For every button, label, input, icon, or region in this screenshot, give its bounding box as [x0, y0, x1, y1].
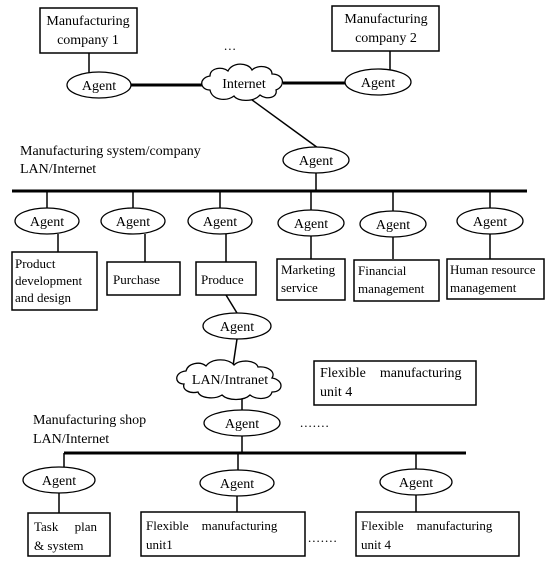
- svg-text:Agent: Agent: [225, 417, 259, 432]
- company-1-line-1: Manufacturing: [46, 14, 129, 29]
- svg-text:unit1: unit1: [146, 537, 173, 552]
- company-2-line-2: company 2: [355, 31, 417, 46]
- ellipsis-shop: .......: [300, 415, 330, 430]
- svg-text:development: development: [15, 273, 83, 288]
- svg-text:Agent: Agent: [220, 477, 254, 492]
- svg-text:Marketing: Marketing: [281, 262, 336, 277]
- svg-text:Agent: Agent: [294, 217, 328, 232]
- svg-text:Agent: Agent: [361, 76, 395, 91]
- system-lan-label-line-1: Manufacturing system/company: [20, 144, 201, 159]
- agent-shop: Agent: [203, 409, 281, 437]
- svg-text:Flexible manufacturing: Flexible manufacturing: [146, 518, 278, 533]
- agent-to-intranet-connector: [232, 338, 238, 367]
- connector-lines-top: [88, 51, 391, 149]
- agent-fmu1: Agent: [199, 469, 275, 497]
- svg-text:service: service: [281, 280, 318, 295]
- agent-purchase: Agent: [100, 207, 166, 235]
- dept-marketing-service: Marketing service: [276, 258, 346, 301]
- svg-text:and design: and design: [15, 290, 71, 305]
- svg-text:& system: & system: [34, 538, 83, 553]
- dept-human-resource: Human resource management: [446, 258, 545, 300]
- department-drop-lines: [46, 191, 491, 262]
- shop-drop-lines: [58, 453, 417, 513]
- system-lan-label-line-2: LAN/Internet: [20, 162, 96, 177]
- svg-text:Purchase: Purchase: [113, 272, 160, 287]
- agent-system: Agent: [282, 146, 350, 174]
- shop-lan-label-line-2: LAN/Internet: [33, 432, 109, 447]
- ellipsis-top: ...: [224, 38, 237, 53]
- svg-text:Agent: Agent: [399, 476, 433, 491]
- dept-product-development: Product development and design: [11, 251, 98, 311]
- svg-text:unit 4: unit 4: [320, 385, 352, 400]
- manufacturing-company-2: Manufacturing company 2: [331, 5, 440, 52]
- agent-company-2: Agent: [344, 68, 412, 96]
- lan-intranet-label: LAN/Intranet: [192, 373, 268, 388]
- svg-text:Agent: Agent: [30, 215, 64, 230]
- svg-text:management: management: [450, 280, 517, 295]
- agent-human-resource: Agent: [456, 207, 524, 235]
- dept-produce: Produce: [195, 261, 257, 296]
- task-plan-system: Task plan & system: [27, 512, 111, 557]
- flexible-manufacturing-unit-4-bottom: Flexible manufacturing unit 4: [355, 511, 520, 557]
- svg-text:Product: Product: [15, 256, 56, 271]
- flexible-manufacturing-unit-4-top: Flexible manufacturing unit 4: [313, 360, 477, 406]
- company-1-line-2: company 1: [57, 33, 119, 48]
- svg-text:Agent: Agent: [376, 218, 410, 233]
- svg-text:management: management: [358, 281, 425, 296]
- svg-text:Flexible manufacturing: Flexible manufacturing: [320, 366, 462, 381]
- ellipsis-bottom: .......: [308, 530, 338, 545]
- dept-financial-management: Financial management: [353, 259, 440, 302]
- produce-to-agent-connector: [225, 294, 238, 314]
- svg-text:Agent: Agent: [116, 215, 150, 230]
- svg-text:Agent: Agent: [473, 215, 507, 230]
- internet-label: Internet: [222, 77, 266, 92]
- svg-text:Produce: Produce: [201, 272, 244, 287]
- agent-produce-lower: Agent: [202, 312, 272, 340]
- internet-cloud: Internet: [201, 63, 283, 102]
- company-2-line-1: Manufacturing: [344, 12, 427, 27]
- lan-intranet-cloud: LAN/Intranet: [176, 359, 282, 401]
- agent-marketing: Agent: [277, 209, 345, 237]
- svg-text:unit 4: unit 4: [361, 537, 391, 552]
- svg-text:Agent: Agent: [82, 79, 116, 94]
- svg-text:Financial: Financial: [358, 263, 407, 278]
- flexible-manufacturing-unit-1: Flexible manufacturing unit1: [140, 511, 306, 557]
- agent-task-plan: Agent: [22, 466, 96, 494]
- agent-financial: Agent: [359, 210, 427, 238]
- dept-purchase: Purchase: [106, 261, 181, 296]
- svg-text:Human resource: Human resource: [450, 262, 536, 277]
- svg-text:Agent: Agent: [299, 154, 333, 169]
- svg-text:Flexible manufacturing: Flexible manufacturing: [361, 518, 493, 533]
- svg-text:Task plan: Task plan: [34, 519, 97, 534]
- svg-text:Agent: Agent: [220, 320, 254, 335]
- shop-lan-label-line-1: Manufacturing shop: [33, 413, 146, 428]
- agent-company-1: Agent: [66, 71, 132, 99]
- agent-product-development: Agent: [14, 207, 80, 235]
- agent-fmu4: Agent: [379, 468, 453, 496]
- svg-text:Agent: Agent: [203, 215, 237, 230]
- svg-text:Agent: Agent: [42, 474, 76, 489]
- agent-produce: Agent: [187, 207, 253, 235]
- manufacturing-company-1: Manufacturing company 1: [39, 7, 138, 54]
